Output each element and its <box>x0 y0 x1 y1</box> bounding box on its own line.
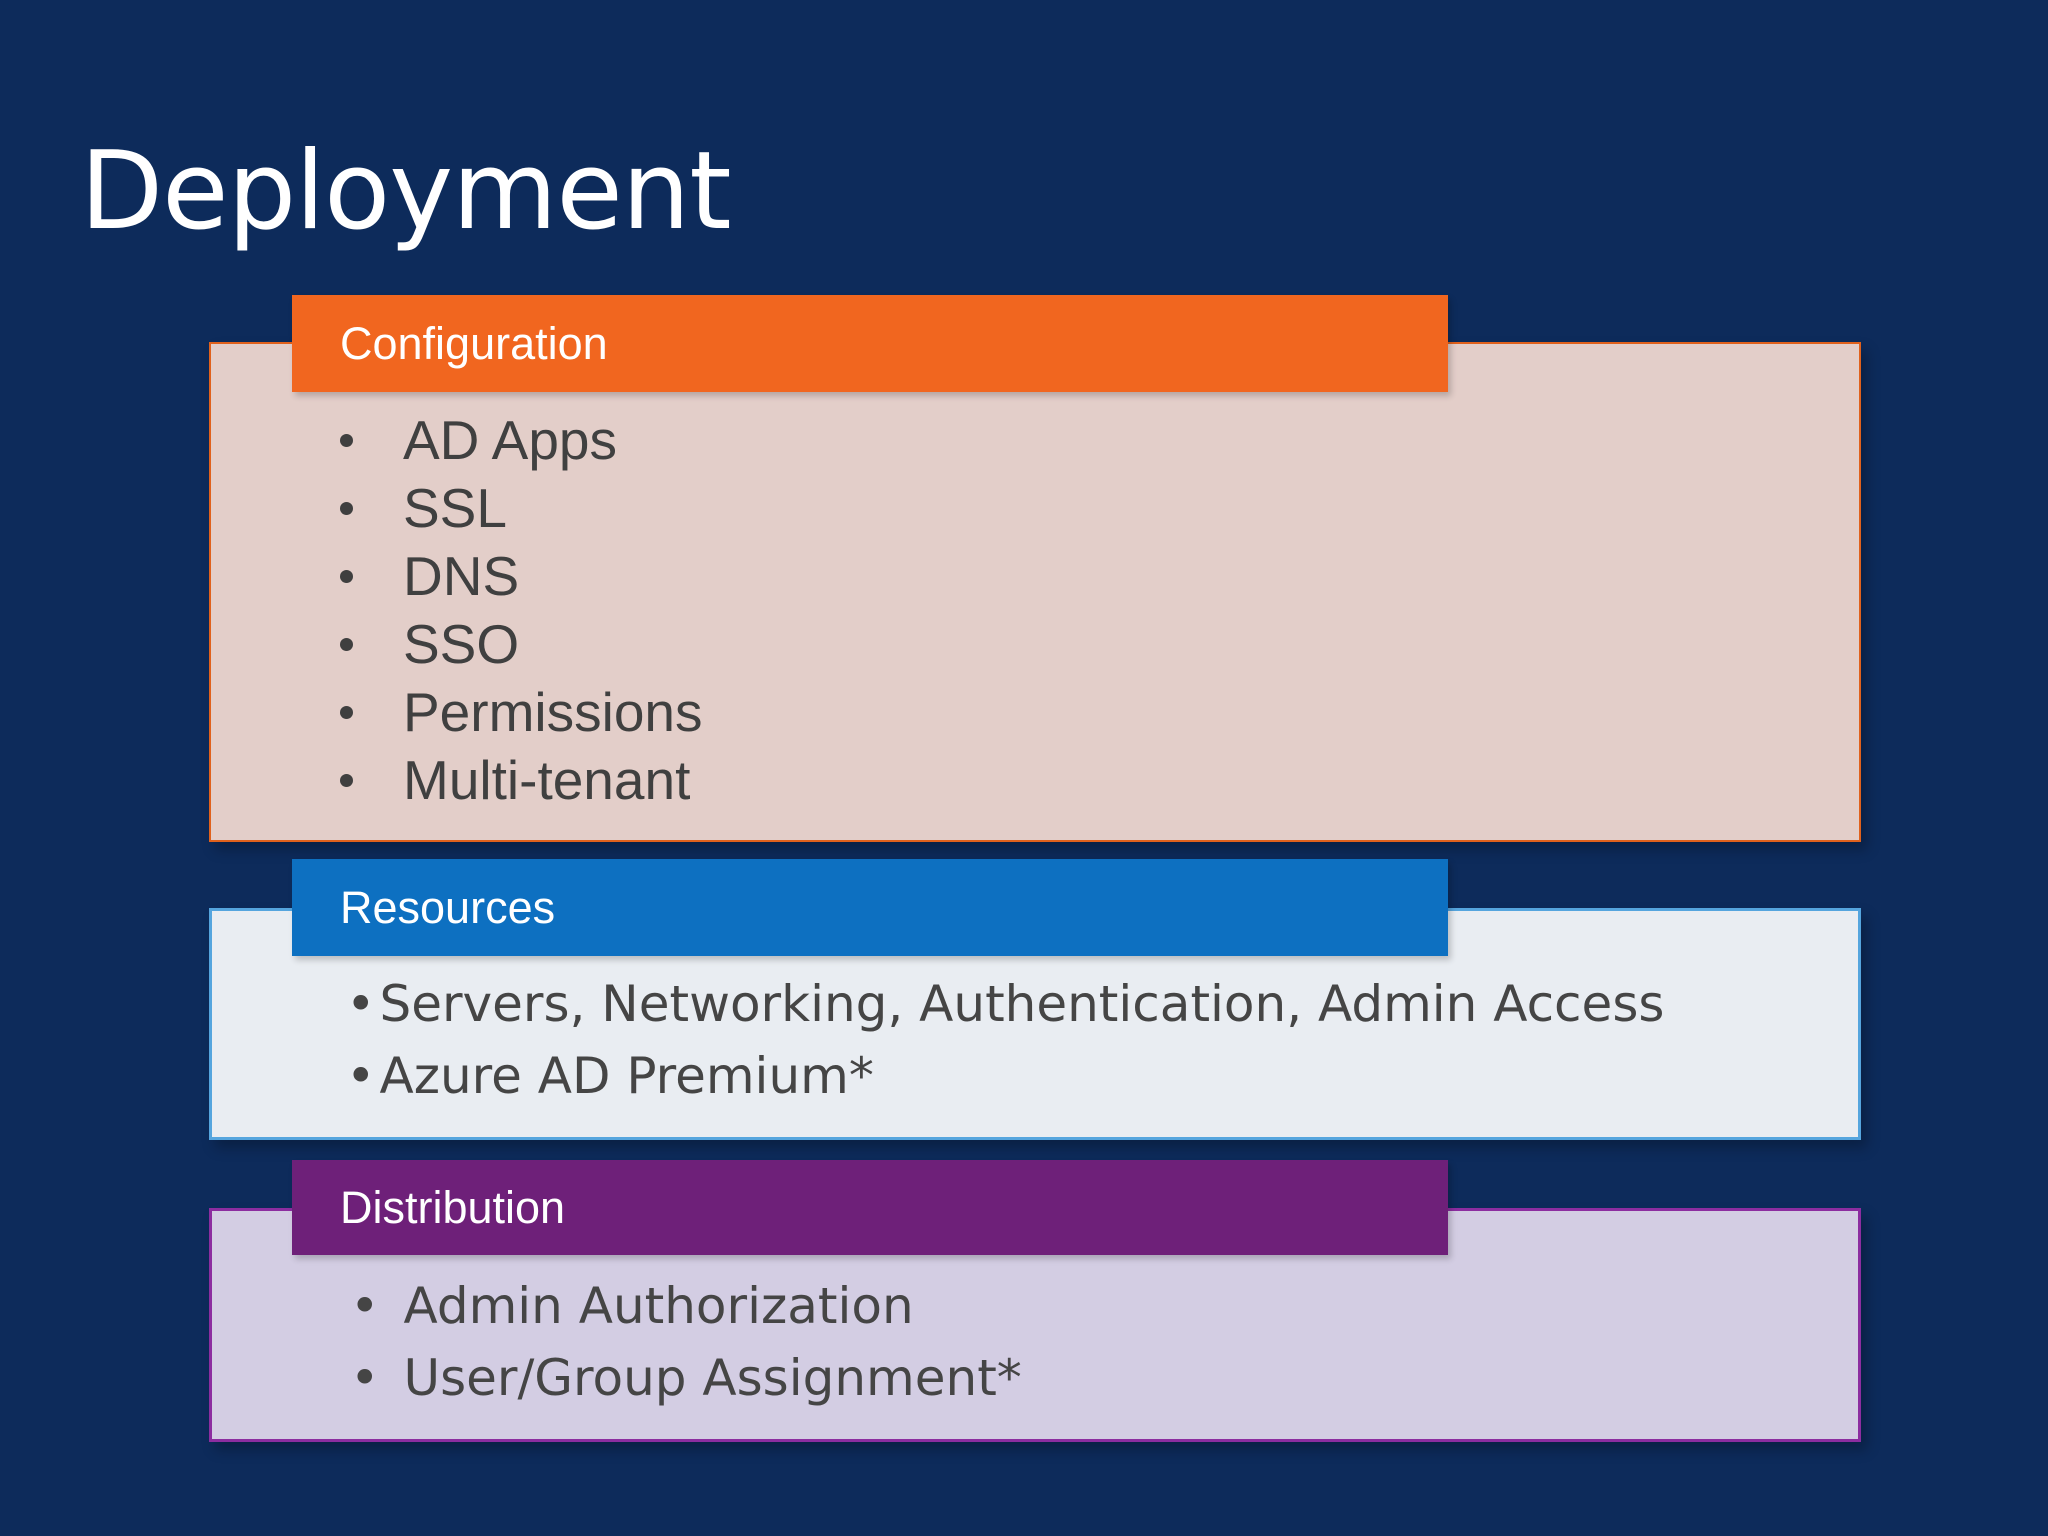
slide-title: Deployment <box>80 129 732 255</box>
bullet-item: SSL <box>340 474 703 542</box>
resources-header: Resources <box>292 859 1448 956</box>
distribution-header: Distribution <box>292 1160 1448 1255</box>
bullet-item: Permissions <box>340 678 703 746</box>
bullet-item: Azure AD Premium* <box>346 1040 1664 1112</box>
resources-header-label: Resources <box>340 881 556 933</box>
bullet-item: Servers, Networking, Authentication, Adm… <box>346 968 1665 1040</box>
distribution-header-label: Distribution <box>340 1181 566 1233</box>
bullet-item: AD Apps <box>340 406 703 474</box>
configuration-header-label: Configuration <box>340 317 608 369</box>
distribution-bullet-list: Admin AuthorizationUser/Group Assignment… <box>350 1270 1022 1414</box>
bullet-item: SSO <box>340 610 703 678</box>
bullet-item: Multi-tenant <box>340 746 703 814</box>
resources-bullet-list: Servers, Networking, Authentication, Adm… <box>346 968 1665 1112</box>
bullet-item: DNS <box>340 542 703 610</box>
bullet-item: Admin Authorization <box>350 1270 1022 1342</box>
bullet-item: User/Group Assignment* <box>350 1342 1022 1414</box>
configuration-header: Configuration <box>292 295 1448 392</box>
